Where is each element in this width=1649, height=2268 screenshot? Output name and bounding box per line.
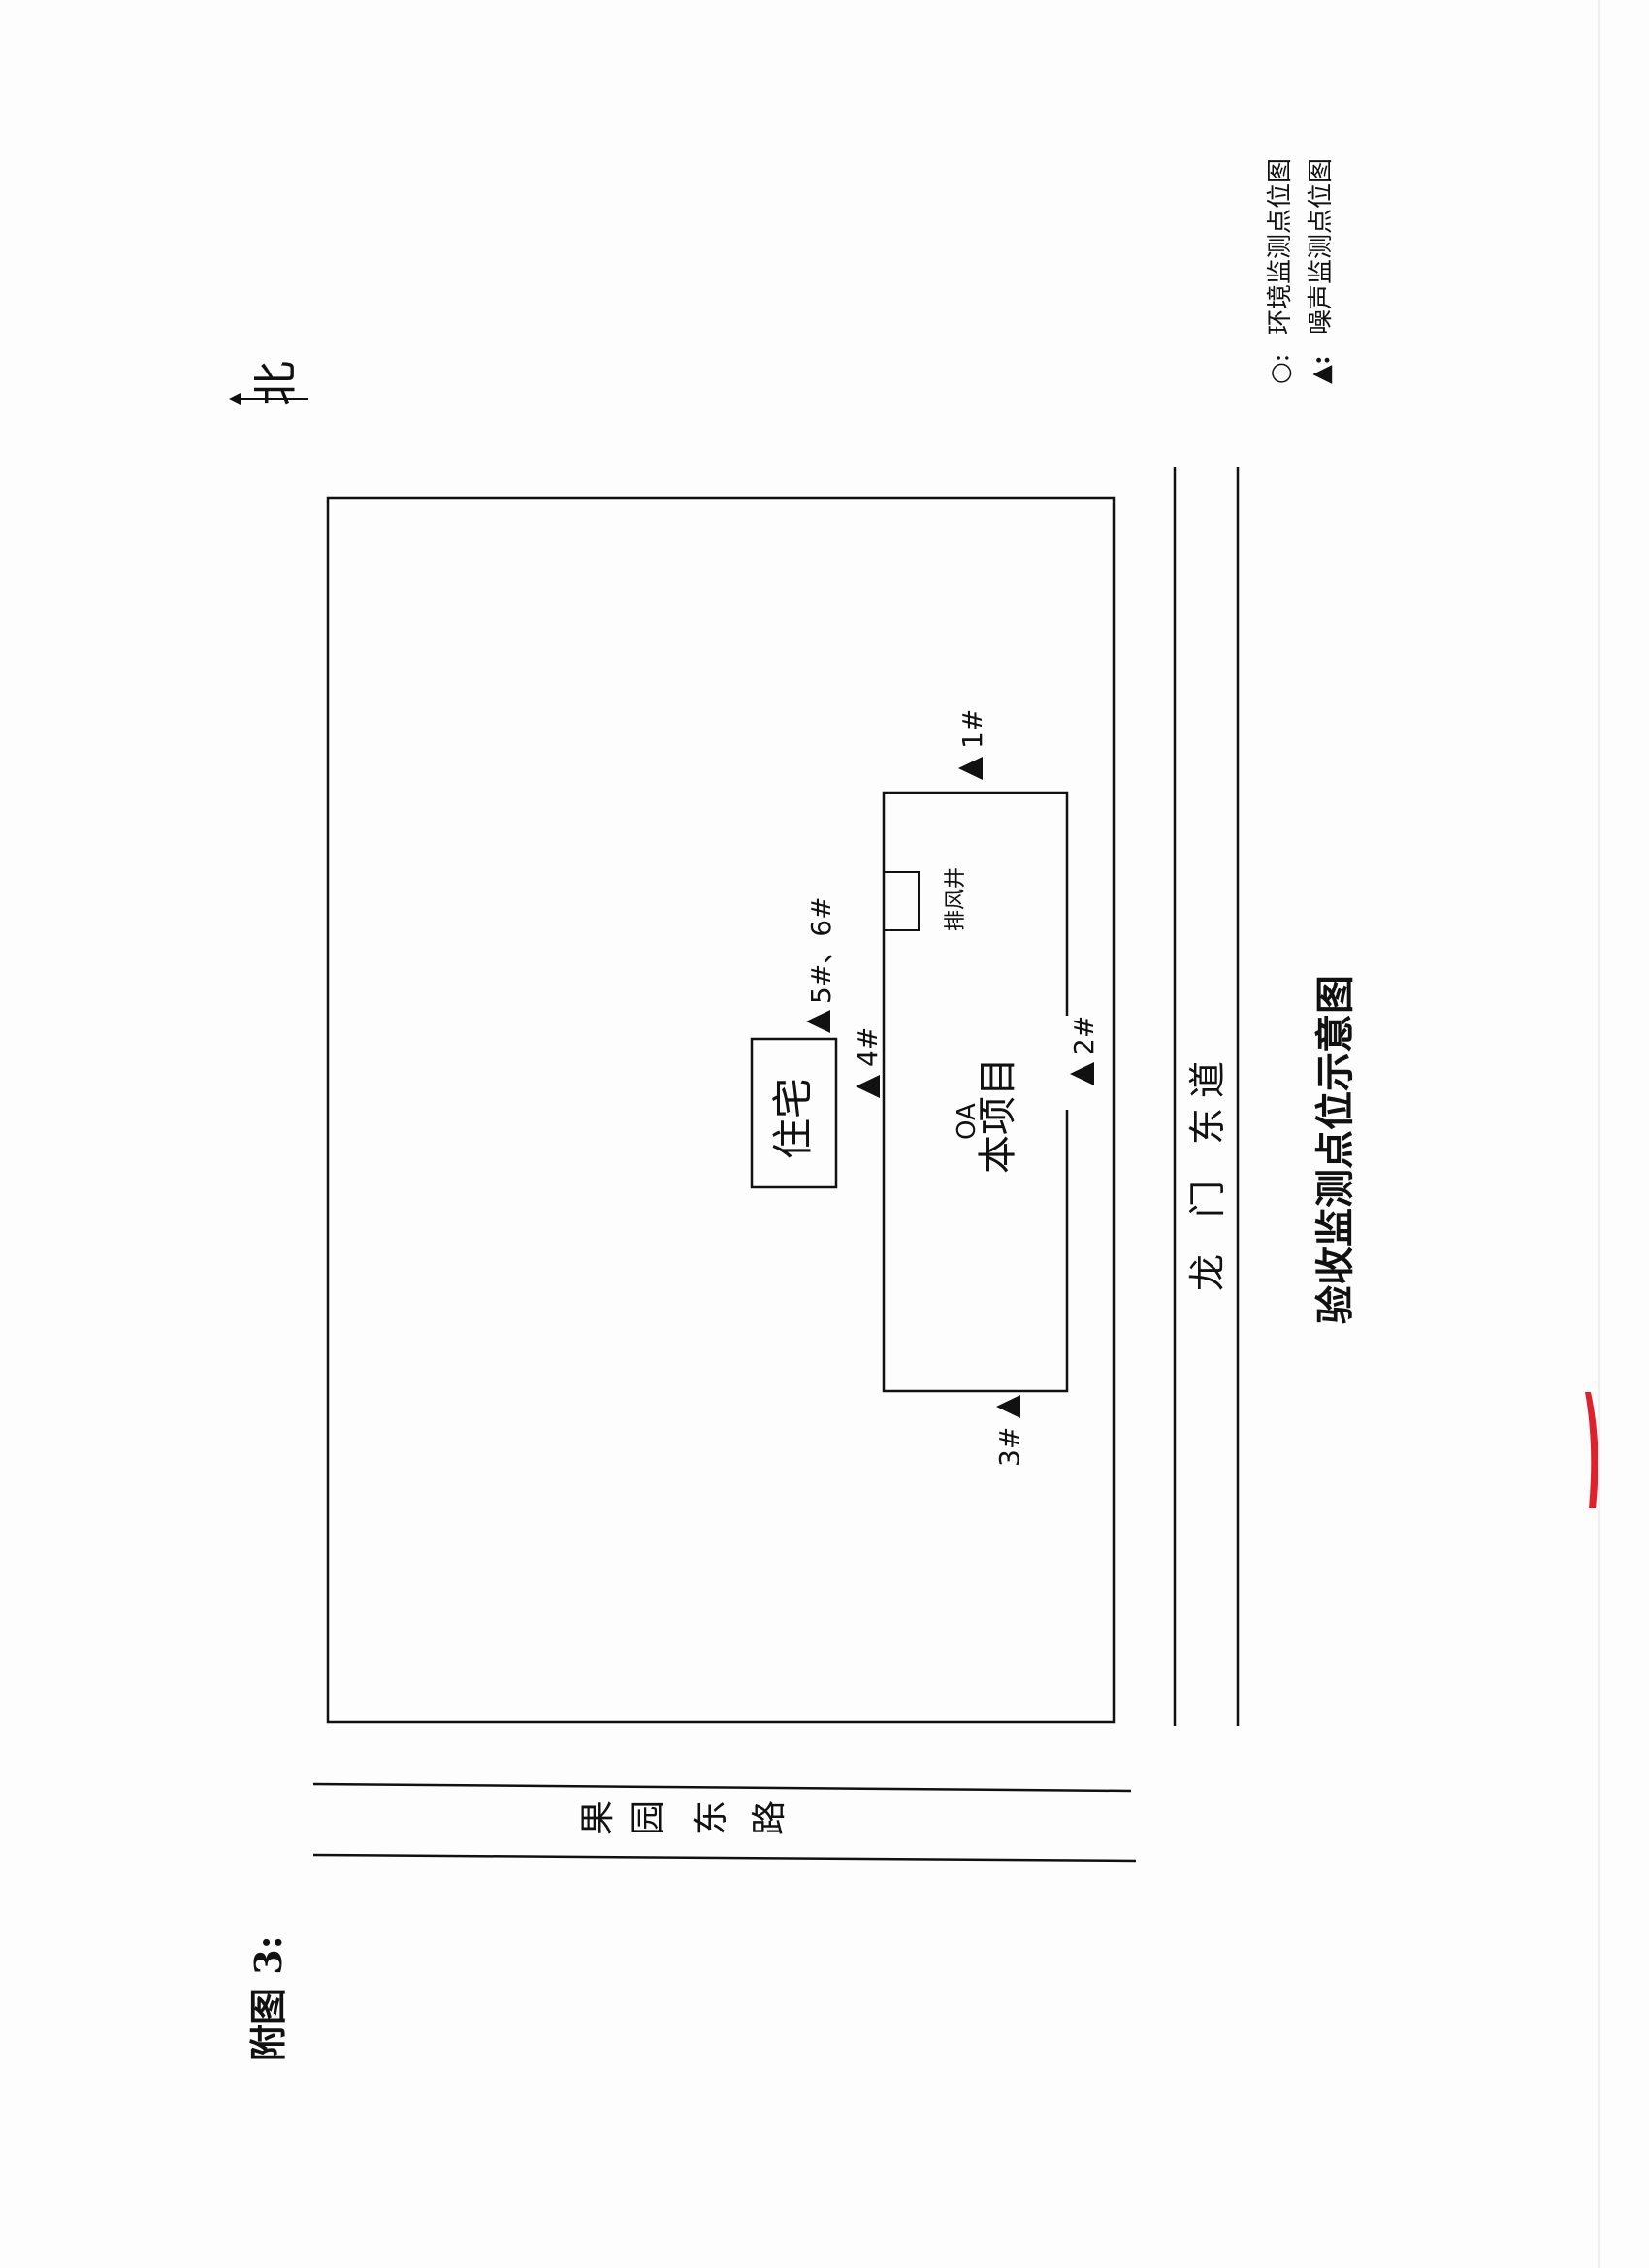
north-arrow: 北 [229, 361, 308, 405]
legend-env-symbol: ○: [1266, 354, 1295, 384]
point-label: 1# [956, 709, 988, 749]
monitoring-point-5-6: 5#、6# [805, 896, 837, 1033]
east-road-char: 东 [1186, 1108, 1229, 1145]
south-road: 果 园 东 路 [312, 1782, 1137, 1863]
north-label: 北 [249, 361, 302, 405]
south-road-char: 东 [692, 1800, 731, 1835]
legend-noise-label: 噪声监测点位图 [1307, 158, 1336, 335]
east-road: 龙 门 东 道 [1173, 467, 1240, 1726]
monitoring-point-1: 1# [956, 709, 988, 780]
residence-building: 住宅 [750, 1037, 838, 1189]
monitoring-point-4: 4# [852, 1027, 884, 1098]
east-road-char: 门 [1186, 1181, 1229, 1217]
noise-point-icon [996, 1395, 1020, 1418]
project-marker: OA [953, 1103, 982, 1140]
east-road-char: 龙 [1186, 1254, 1229, 1291]
point-label: 3# [993, 1427, 1025, 1467]
noise-point-icon [958, 757, 983, 780]
noise-point-icon [856, 1075, 880, 1098]
noise-point-icon [1070, 1062, 1094, 1085]
noise-point-icon [806, 1010, 830, 1033]
map-title: 验收监测点位示意图 [1312, 975, 1358, 1324]
east-road-char: 道 [1186, 1061, 1229, 1098]
south-road-char: 园 [629, 1800, 668, 1835]
exhaust-label: 排风井 [944, 867, 968, 931]
south-road-char: 路 [750, 1800, 790, 1835]
monitoring-point-3: 3# [993, 1395, 1025, 1467]
south-road-char: 果 [578, 1800, 618, 1835]
point-label: 4# [852, 1027, 884, 1067]
monitoring-point-2: 2# [1068, 1016, 1100, 1085]
legend-env-label: 环境监测点位图 [1266, 158, 1295, 335]
residence-label: 住宅 [769, 1078, 817, 1159]
project-building: 排风井 本项目 OA [882, 791, 1069, 1393]
legend: ○: 环境监测点位图 ▲: 噪声监测点位图 [1266, 158, 1336, 384]
point-label: 2# [1068, 1016, 1100, 1055]
stamp-mark [1585, 1392, 1599, 1508]
exhaust-shaft [883, 871, 920, 931]
project-label: 本项目 [976, 1057, 1020, 1174]
figure-caption: 附图 3: [246, 1935, 290, 2061]
point-label: 5#、6# [805, 896, 837, 1004]
legend-noise-symbol: ▲: [1307, 355, 1336, 384]
site-boundary [326, 496, 1116, 1724]
